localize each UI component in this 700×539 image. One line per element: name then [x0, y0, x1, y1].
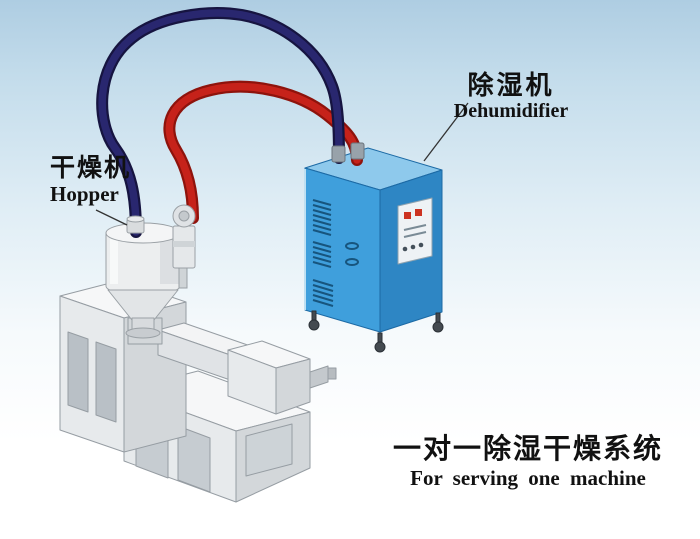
extruder-base-door — [177, 425, 211, 493]
dehumidifier-label-zh: 除湿机 — [467, 70, 555, 100]
system-caption: 一对一除湿干燥系统 For serving one machine — [378, 433, 678, 491]
leader-lines — [95, 102, 469, 226]
panel-button — [402, 246, 408, 252]
panel-indicator — [415, 209, 422, 216]
hopper-label-zh: 干燥机 — [50, 154, 132, 182]
dehumidifier-label: 除湿机 Dehumidifier — [436, 71, 586, 123]
system-caption-zh: 一对一除湿干燥系统 — [392, 433, 663, 464]
cabinet-vent-slots — [312, 199, 334, 307]
loader-fan-hub — [178, 210, 190, 222]
pipe-fittings — [126, 142, 365, 289]
extruder-head-side — [275, 358, 311, 415]
cabinet-oval-vent — [345, 258, 359, 266]
hopper-flange — [125, 327, 161, 339]
extruder-cabinet-door — [95, 341, 117, 423]
cabinet-pipe-connector — [331, 145, 346, 163]
dry-air-pipe — [98, 9, 343, 236]
panel-display-line — [403, 224, 427, 238]
extruder-machine — [59, 279, 337, 503]
system-caption-en: For serving one machine — [410, 466, 646, 491]
extruder-base-side-door — [245, 423, 293, 477]
pipes — [96, 7, 363, 238]
hopper-label-en: Hopper — [50, 182, 119, 206]
cabinet-oval-vent — [345, 242, 359, 250]
dehumidifier-leader-line — [423, 102, 469, 162]
extruder-die-tip — [327, 367, 337, 380]
hopper-lid-cap-top — [126, 215, 145, 223]
extruder-cabinet-door — [67, 331, 89, 413]
control-panel — [397, 197, 433, 265]
dehumidifier-label-en: Dehumidifier — [453, 100, 569, 123]
hopper-body-highlight — [110, 234, 118, 284]
cabinet-pipe-connector — [350, 142, 365, 160]
caster-wheel — [308, 310, 444, 353]
hopper-loader-band — [173, 241, 195, 247]
hopper-loader-tube — [178, 267, 188, 289]
hopper-leader-line — [95, 209, 128, 226]
extruder-die-nozzle — [309, 365, 329, 389]
cabinet-front-face — [304, 167, 381, 333]
hopper-label: 干燥机 Hopper — [50, 155, 131, 206]
panel-button — [410, 244, 416, 250]
panel-button — [418, 242, 424, 248]
dehumidifier-cabinet — [304, 147, 444, 353]
panel-indicator — [404, 212, 411, 219]
